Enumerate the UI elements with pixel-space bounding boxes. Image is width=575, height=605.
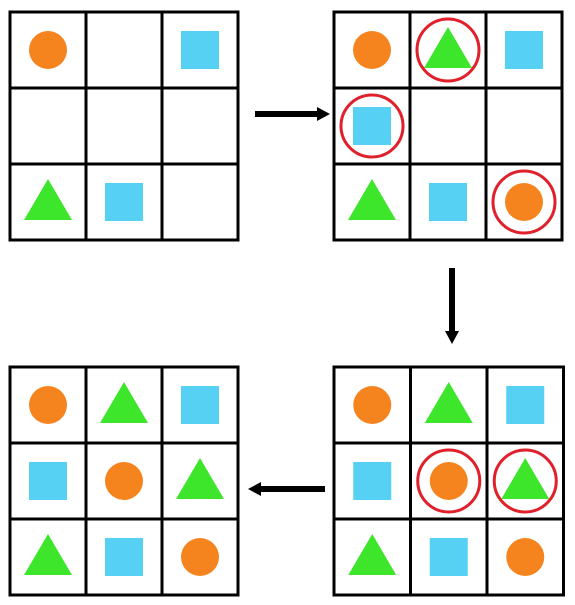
- cell-r2-c1: [105, 538, 143, 576]
- square-shape: [353, 462, 392, 500]
- square-shape: [105, 183, 143, 221]
- circle-shape: [353, 386, 392, 424]
- cell-r0-c2: [181, 386, 219, 424]
- cell-r2-c0: [348, 534, 397, 575]
- triangle-shape: [24, 179, 72, 220]
- triangle-shape: [24, 534, 72, 575]
- cell-r1-c0: [29, 462, 67, 500]
- triangle-shape: [424, 27, 472, 68]
- cell-r0-c1: [424, 382, 473, 423]
- grid-step-3: [332, 365, 565, 597]
- cell-r0-c0: [29, 386, 67, 424]
- cell-r1-c2: [501, 458, 550, 499]
- square-shape: [181, 31, 219, 69]
- circle-shape: [353, 31, 391, 69]
- square-shape: [29, 462, 67, 500]
- cell-r0-c1: [100, 382, 148, 423]
- square-shape: [506, 386, 545, 424]
- circle-shape: [505, 183, 543, 221]
- cell-r0-c0: [353, 31, 391, 69]
- square-shape: [181, 386, 219, 424]
- cell-r2-c1: [105, 183, 143, 221]
- cell-r0-c0: [29, 31, 67, 69]
- circle-shape: [29, 386, 67, 424]
- triangle-shape: [100, 382, 148, 423]
- cell-r1-c0: [353, 462, 392, 500]
- grid-border: [332, 10, 564, 242]
- cell-r2-c2: [506, 538, 545, 576]
- cell-r2-c2: [505, 183, 543, 221]
- square-shape: [353, 107, 391, 145]
- cell-r2-c0: [24, 534, 72, 575]
- arrow-head: [445, 331, 459, 344]
- cell-r2-c0: [348, 179, 396, 220]
- arrow-head: [317, 107, 330, 121]
- cell-r0-c2: [505, 31, 543, 69]
- grid-border: [8, 10, 240, 242]
- highlight-ring: [492, 448, 558, 514]
- cell-r0-c2: [181, 31, 219, 69]
- circle-shape: [506, 538, 545, 576]
- cell-r2-c1: [429, 183, 467, 221]
- cell-r0-c2: [506, 386, 545, 424]
- highlight-ring: [491, 169, 557, 235]
- square-shape: [105, 538, 143, 576]
- grid-border: [8, 365, 240, 597]
- grid-border: [332, 365, 565, 597]
- arrow-step-3-to-4: [248, 482, 325, 496]
- highlight-ring: [415, 17, 481, 83]
- cell-r0-c0: [353, 386, 392, 424]
- cell-r1-c2: [176, 458, 224, 499]
- circle-shape: [29, 31, 67, 69]
- arrow-step-2-to-3: [445, 268, 459, 344]
- arrow-step-1-to-2: [255, 107, 330, 121]
- circle-shape: [429, 462, 468, 500]
- highlight-ring: [339, 93, 405, 159]
- cell-r2-c1: [429, 538, 468, 576]
- cell-r2-c0: [24, 179, 72, 220]
- cell-r1-c1: [105, 462, 143, 500]
- cell-r0-c1: [424, 27, 472, 68]
- grid-step-4: [8, 365, 240, 597]
- triangle-shape: [501, 458, 550, 499]
- grid-step-1: [8, 10, 240, 242]
- highlight-ring: [416, 448, 482, 514]
- cell-r1-c0: [353, 107, 391, 145]
- grid-step-2: [332, 10, 564, 242]
- square-shape: [429, 538, 468, 576]
- square-shape: [429, 183, 467, 221]
- triangle-shape: [348, 179, 396, 220]
- arrow-head: [248, 482, 261, 496]
- cell-r1-c1: [429, 462, 468, 500]
- triangle-shape: [176, 458, 224, 499]
- triangle-shape: [424, 382, 473, 423]
- triangle-shape: [348, 534, 397, 575]
- square-shape: [505, 31, 543, 69]
- cell-r2-c2: [181, 538, 219, 576]
- circle-shape: [105, 462, 143, 500]
- circle-shape: [181, 538, 219, 576]
